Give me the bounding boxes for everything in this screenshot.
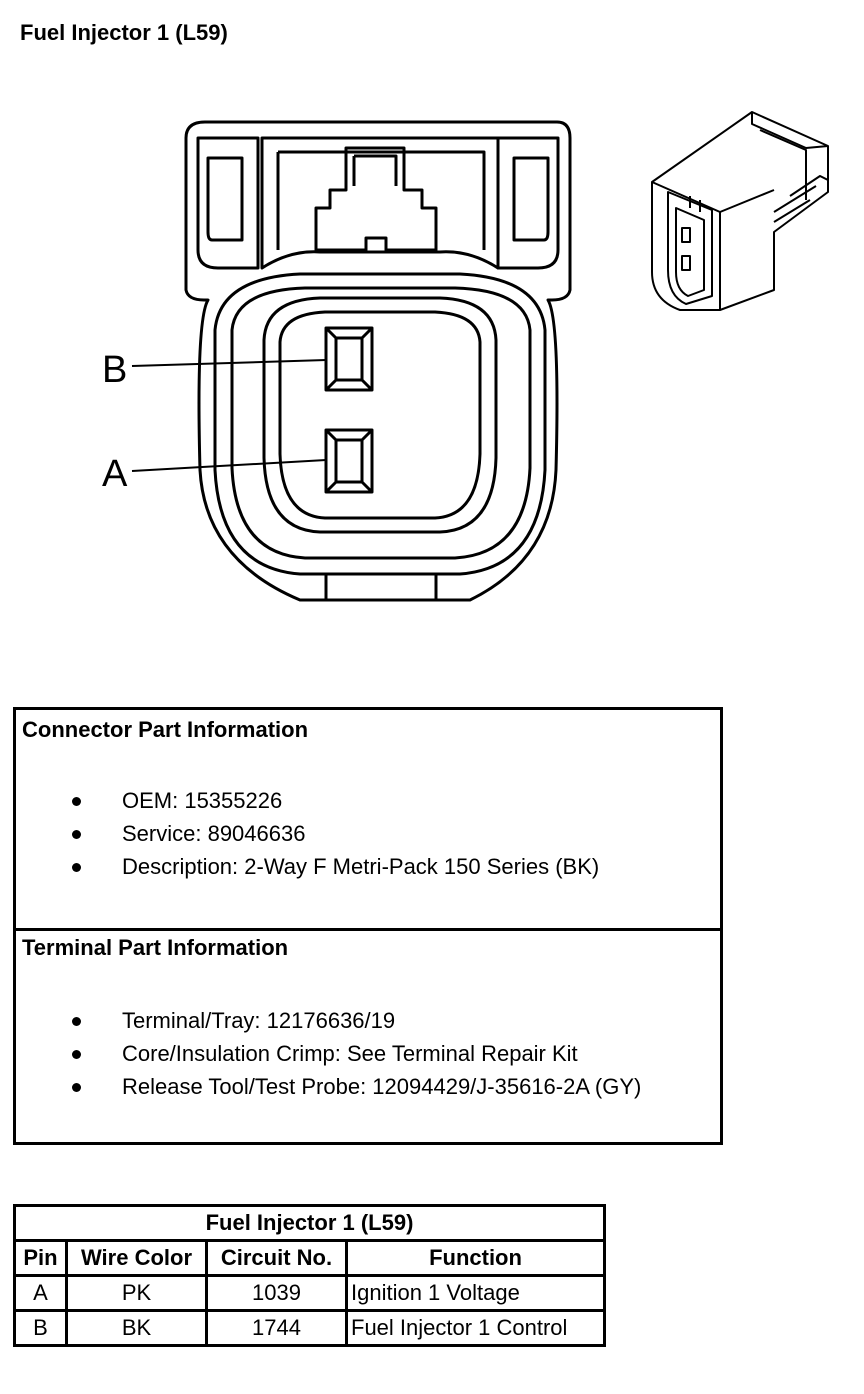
connector-info-heading: Connector Part Information [22,717,309,742]
wire-color-cell: PK [65,1274,208,1312]
column-header-wire-color: Wire Color [65,1239,208,1277]
circuit-no-cell: 1039 [205,1274,348,1312]
terminal-info-heading: Terminal Part Information [22,935,289,960]
list-item-text: OEM: 15355226 [122,788,283,813]
list-item: Description: 2-Way F Metri-Pack 150 Seri… [16,850,599,883]
terminal-info-list: Terminal/Tray: 12176636/19 Core/Insulati… [16,1004,641,1103]
mating-face-outer [213,272,547,576]
list-item-text: Release Tool/Test Probe: 12094429/J-3561… [122,1074,642,1099]
pin-b-label: B [102,349,127,391]
connector-diagram: B A [102,111,829,602]
part-info-box: Connector Part Information OEM: 15355226… [13,707,723,1145]
list-item: Core/Insulation Crimp: See Terminal Repa… [16,1037,641,1070]
page-title: Fuel Injector 1 (L59) [20,20,228,45]
function-cell: Fuel Injector 1 Control [345,1309,606,1347]
bullet-icon [72,1050,81,1059]
list-item: OEM: 15355226 [16,784,599,817]
terminal-part-info: Terminal Part Information Terminal/Tray:… [16,928,720,1145]
pin-table-header-row: Pin Wire Color Circuit No. Function [13,1239,606,1277]
pin-cell: A [13,1274,68,1312]
pin-b-leader [131,359,327,367]
connector-part-info: Connector Part Information OEM: 15355226… [16,710,720,931]
column-header-circuit-no: Circuit No. [205,1239,348,1277]
list-item: Terminal/Tray: 12176636/19 [16,1004,641,1037]
list-item-text: Description: 2-Way F Metri-Pack 150 Seri… [122,854,600,879]
pin-table-title: Fuel Injector 1 (L59) [13,1204,606,1242]
column-header-function: Function [345,1239,606,1277]
connector-info-list: OEM: 15355226 Service: 89046636 Descript… [16,784,599,883]
bullet-icon [72,1083,81,1092]
pin-a-leader [131,459,327,472]
list-item-text: Core/Insulation Crimp: See Terminal Repa… [122,1041,578,1066]
latch [314,146,438,252]
wire-color-cell: BK [65,1309,208,1347]
bullet-icon [72,863,81,872]
connector-isometric-view [651,111,829,311]
pin-cell: B [13,1309,68,1347]
connector-housing-outline [184,120,572,602]
bullet-icon [72,830,81,839]
function-cell: Ignition 1 Voltage [345,1274,606,1312]
table-row: B BK 1744 Fuel Injector 1 Control [13,1309,606,1347]
list-item-text: Service: 89046636 [122,821,306,846]
mating-face-inner [262,296,498,534]
list-item: Service: 89046636 [16,817,599,850]
list-item: Release Tool/Test Probe: 12094429/J-3561… [16,1070,641,1103]
pin-a-label: A [102,453,128,495]
list-item-text: Terminal/Tray: 12176636/19 [122,1008,396,1033]
bullet-icon [72,1017,81,1026]
column-header-pin: Pin [13,1239,68,1277]
bullet-icon [72,797,81,806]
pin-table: Fuel Injector 1 (L59) Pin Wire Color Cir… [13,1204,606,1347]
pin-b-cavity [324,326,374,392]
table-row: A PK 1039 Ignition 1 Voltage [13,1274,606,1312]
circuit-no-cell: 1744 [205,1309,348,1347]
